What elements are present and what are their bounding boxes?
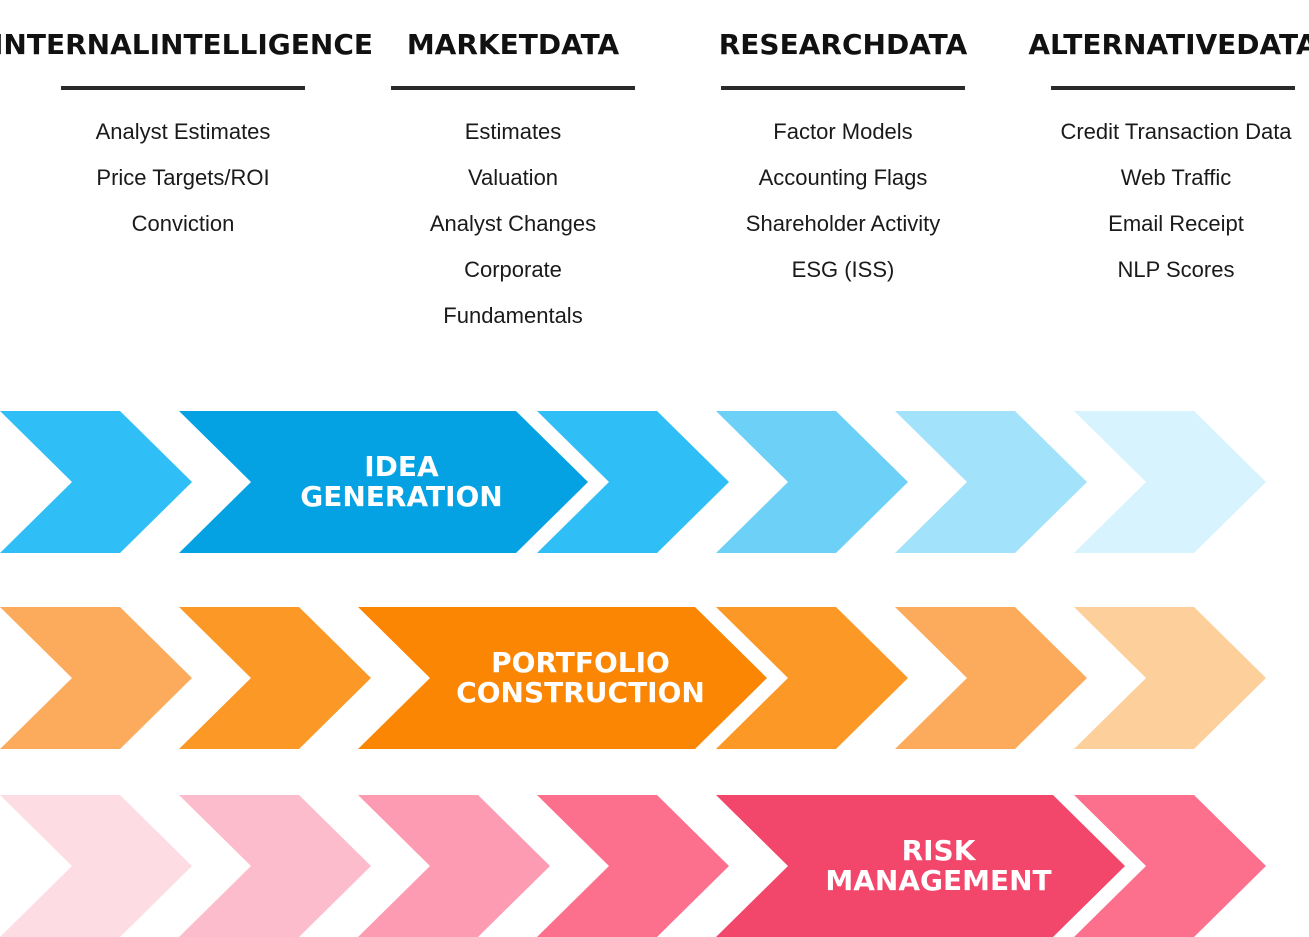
chevron-row bbox=[0, 411, 1266, 553]
chevron-segment bbox=[358, 795, 550, 937]
chevron-segment bbox=[179, 607, 371, 749]
column-title-line2: INTELLIGENCE bbox=[149, 27, 373, 61]
column-item-list: Analyst Estimates Price Targets/ROI Conv… bbox=[41, 114, 325, 252]
column-title: ALTERNATIVE DATA bbox=[1028, 2, 1309, 86]
column-item-list: Estimates Valuation Analyst Changes Corp… bbox=[371, 114, 655, 344]
list-item: Shareholder Activity bbox=[745, 211, 941, 236]
chevron-row bbox=[0, 607, 1266, 749]
list-item: ESG (ISS) bbox=[791, 257, 895, 282]
chevron-segment bbox=[1074, 795, 1266, 937]
chevron-segment bbox=[716, 411, 908, 553]
list-item: Web Traffic bbox=[1120, 165, 1232, 190]
list-item: Analyst Estimates bbox=[95, 119, 271, 144]
chevron-highlight bbox=[358, 607, 767, 749]
list-item: Fundamentals bbox=[443, 303, 583, 328]
column-title: INTERNAL INTELLIGENCE bbox=[0, 2, 373, 86]
list-item: Corporate bbox=[464, 257, 562, 282]
chevron-segment bbox=[716, 607, 908, 749]
list-item: Valuation bbox=[467, 165, 559, 190]
column-divider bbox=[61, 86, 305, 90]
chevron-highlight bbox=[716, 795, 1125, 937]
chevron-segment bbox=[895, 607, 1087, 749]
column-title-line1: RESEARCH bbox=[718, 27, 886, 61]
column-item-list: Factor Models Accounting Flags Sharehold… bbox=[701, 114, 985, 298]
chevron-segment bbox=[1074, 411, 1266, 553]
chevron-segment bbox=[179, 795, 371, 937]
chevron-row bbox=[0, 795, 1266, 937]
list-item: Estimates bbox=[464, 119, 562, 144]
chevron-segment bbox=[0, 607, 192, 749]
list-item: Accounting Flags bbox=[758, 165, 928, 190]
chevron-highlight bbox=[179, 411, 588, 553]
chevron-segment bbox=[0, 411, 192, 553]
column-title-line1: INTERNAL bbox=[0, 27, 150, 61]
list-item: Credit Transaction Data bbox=[1060, 119, 1292, 144]
list-item: Analyst Changes bbox=[429, 211, 597, 236]
band-portfolio-construction: PORTFOLIO CONSTRUCTION bbox=[0, 607, 1309, 749]
chevron-segment bbox=[1074, 607, 1266, 749]
list-item: Email Receipt bbox=[1108, 211, 1244, 236]
column-divider bbox=[721, 86, 965, 90]
column-divider bbox=[391, 86, 635, 90]
list-item: Factor Models bbox=[773, 119, 913, 144]
list-item: Conviction bbox=[131, 211, 235, 236]
list-item: Price Targets/ROI bbox=[96, 165, 270, 190]
band-risk-management: RISK MANAGEMENT bbox=[0, 795, 1309, 937]
column-title-line2: DATA bbox=[885, 27, 968, 61]
column-title-line1: ALTERNATIVE bbox=[1028, 27, 1237, 61]
chevron-segment bbox=[0, 795, 192, 937]
column-title: RESEARCH DATA bbox=[718, 2, 968, 86]
chevron-segment bbox=[537, 411, 729, 553]
column-title: MARKET DATA bbox=[391, 2, 635, 86]
column-title-line1: MARKET bbox=[406, 27, 538, 61]
column-title-line2: DATA bbox=[537, 27, 620, 61]
chevron-segment bbox=[537, 795, 729, 937]
band-idea-generation: IDEA GENERATION bbox=[0, 411, 1309, 553]
column-title-line2: DATA bbox=[1236, 27, 1309, 61]
column-divider bbox=[1051, 86, 1295, 90]
column-item-list: Credit Transaction Data Web Traffic Emai… bbox=[1037, 114, 1309, 298]
chevron-segment bbox=[895, 411, 1087, 553]
list-item: NLP Scores bbox=[1117, 257, 1235, 282]
